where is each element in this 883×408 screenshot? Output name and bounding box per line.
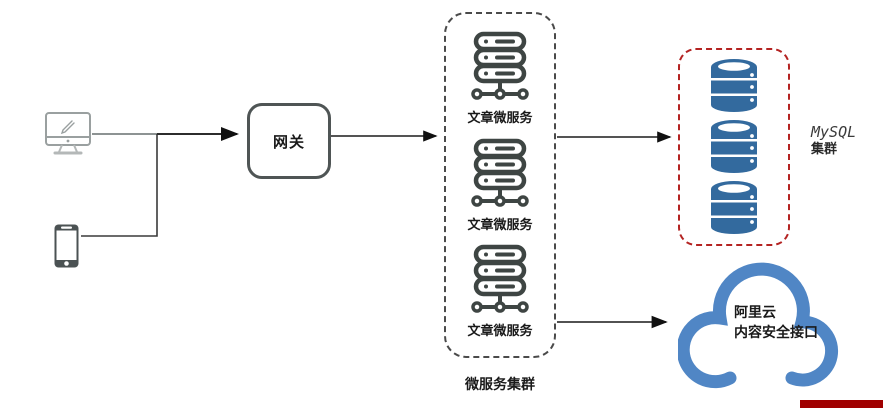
mysql-caption: MySQL 集群 [811, 123, 857, 157]
desktop-computer-icon [45, 112, 91, 155]
server-stack-icon [471, 32, 529, 100]
mysql-caption-line2: 集群 [811, 141, 838, 157]
article-service-node: 文章微服务 [467, 138, 533, 233]
cloud-caption: 阿里云 内容安全接口 [734, 302, 838, 343]
smartphone-icon [54, 224, 79, 268]
database-cylinder-icon [711, 59, 757, 112]
server-stack-icon [471, 244, 529, 313]
aliyun-cloud-node: 阿里云 内容安全接口 [676, 250, 842, 394]
gateway-label: 网关 [272, 133, 305, 151]
article-service-node: 文章微服务 [467, 31, 533, 126]
cloud-caption-line1: 阿里云 [734, 304, 776, 320]
service-label: 文章微服务 [467, 110, 533, 126]
service-label: 文章微服务 [467, 322, 533, 338]
cloud-caption-line2: 内容安全接口 [734, 324, 818, 341]
mobile-link-line [81, 134, 158, 237]
cloud-outline-shape [676, 262, 839, 389]
mysql-caption-line1: MySQL [811, 123, 857, 141]
server-stack-icon [471, 138, 529, 207]
article-service-node: 文章微服务 [467, 244, 533, 339]
mysql-cluster-box [678, 48, 790, 246]
gateway-node: 网关 [247, 103, 331, 179]
service-label: 文章微服务 [467, 216, 533, 232]
database-cylinder-icon [711, 181, 757, 234]
database-cylinder-icon [711, 120, 757, 173]
microservice-cluster-box: 文章微服务 [444, 12, 556, 358]
red-bar-fragment [800, 400, 883, 408]
cluster-caption: 微服务集群 [465, 376, 535, 392]
